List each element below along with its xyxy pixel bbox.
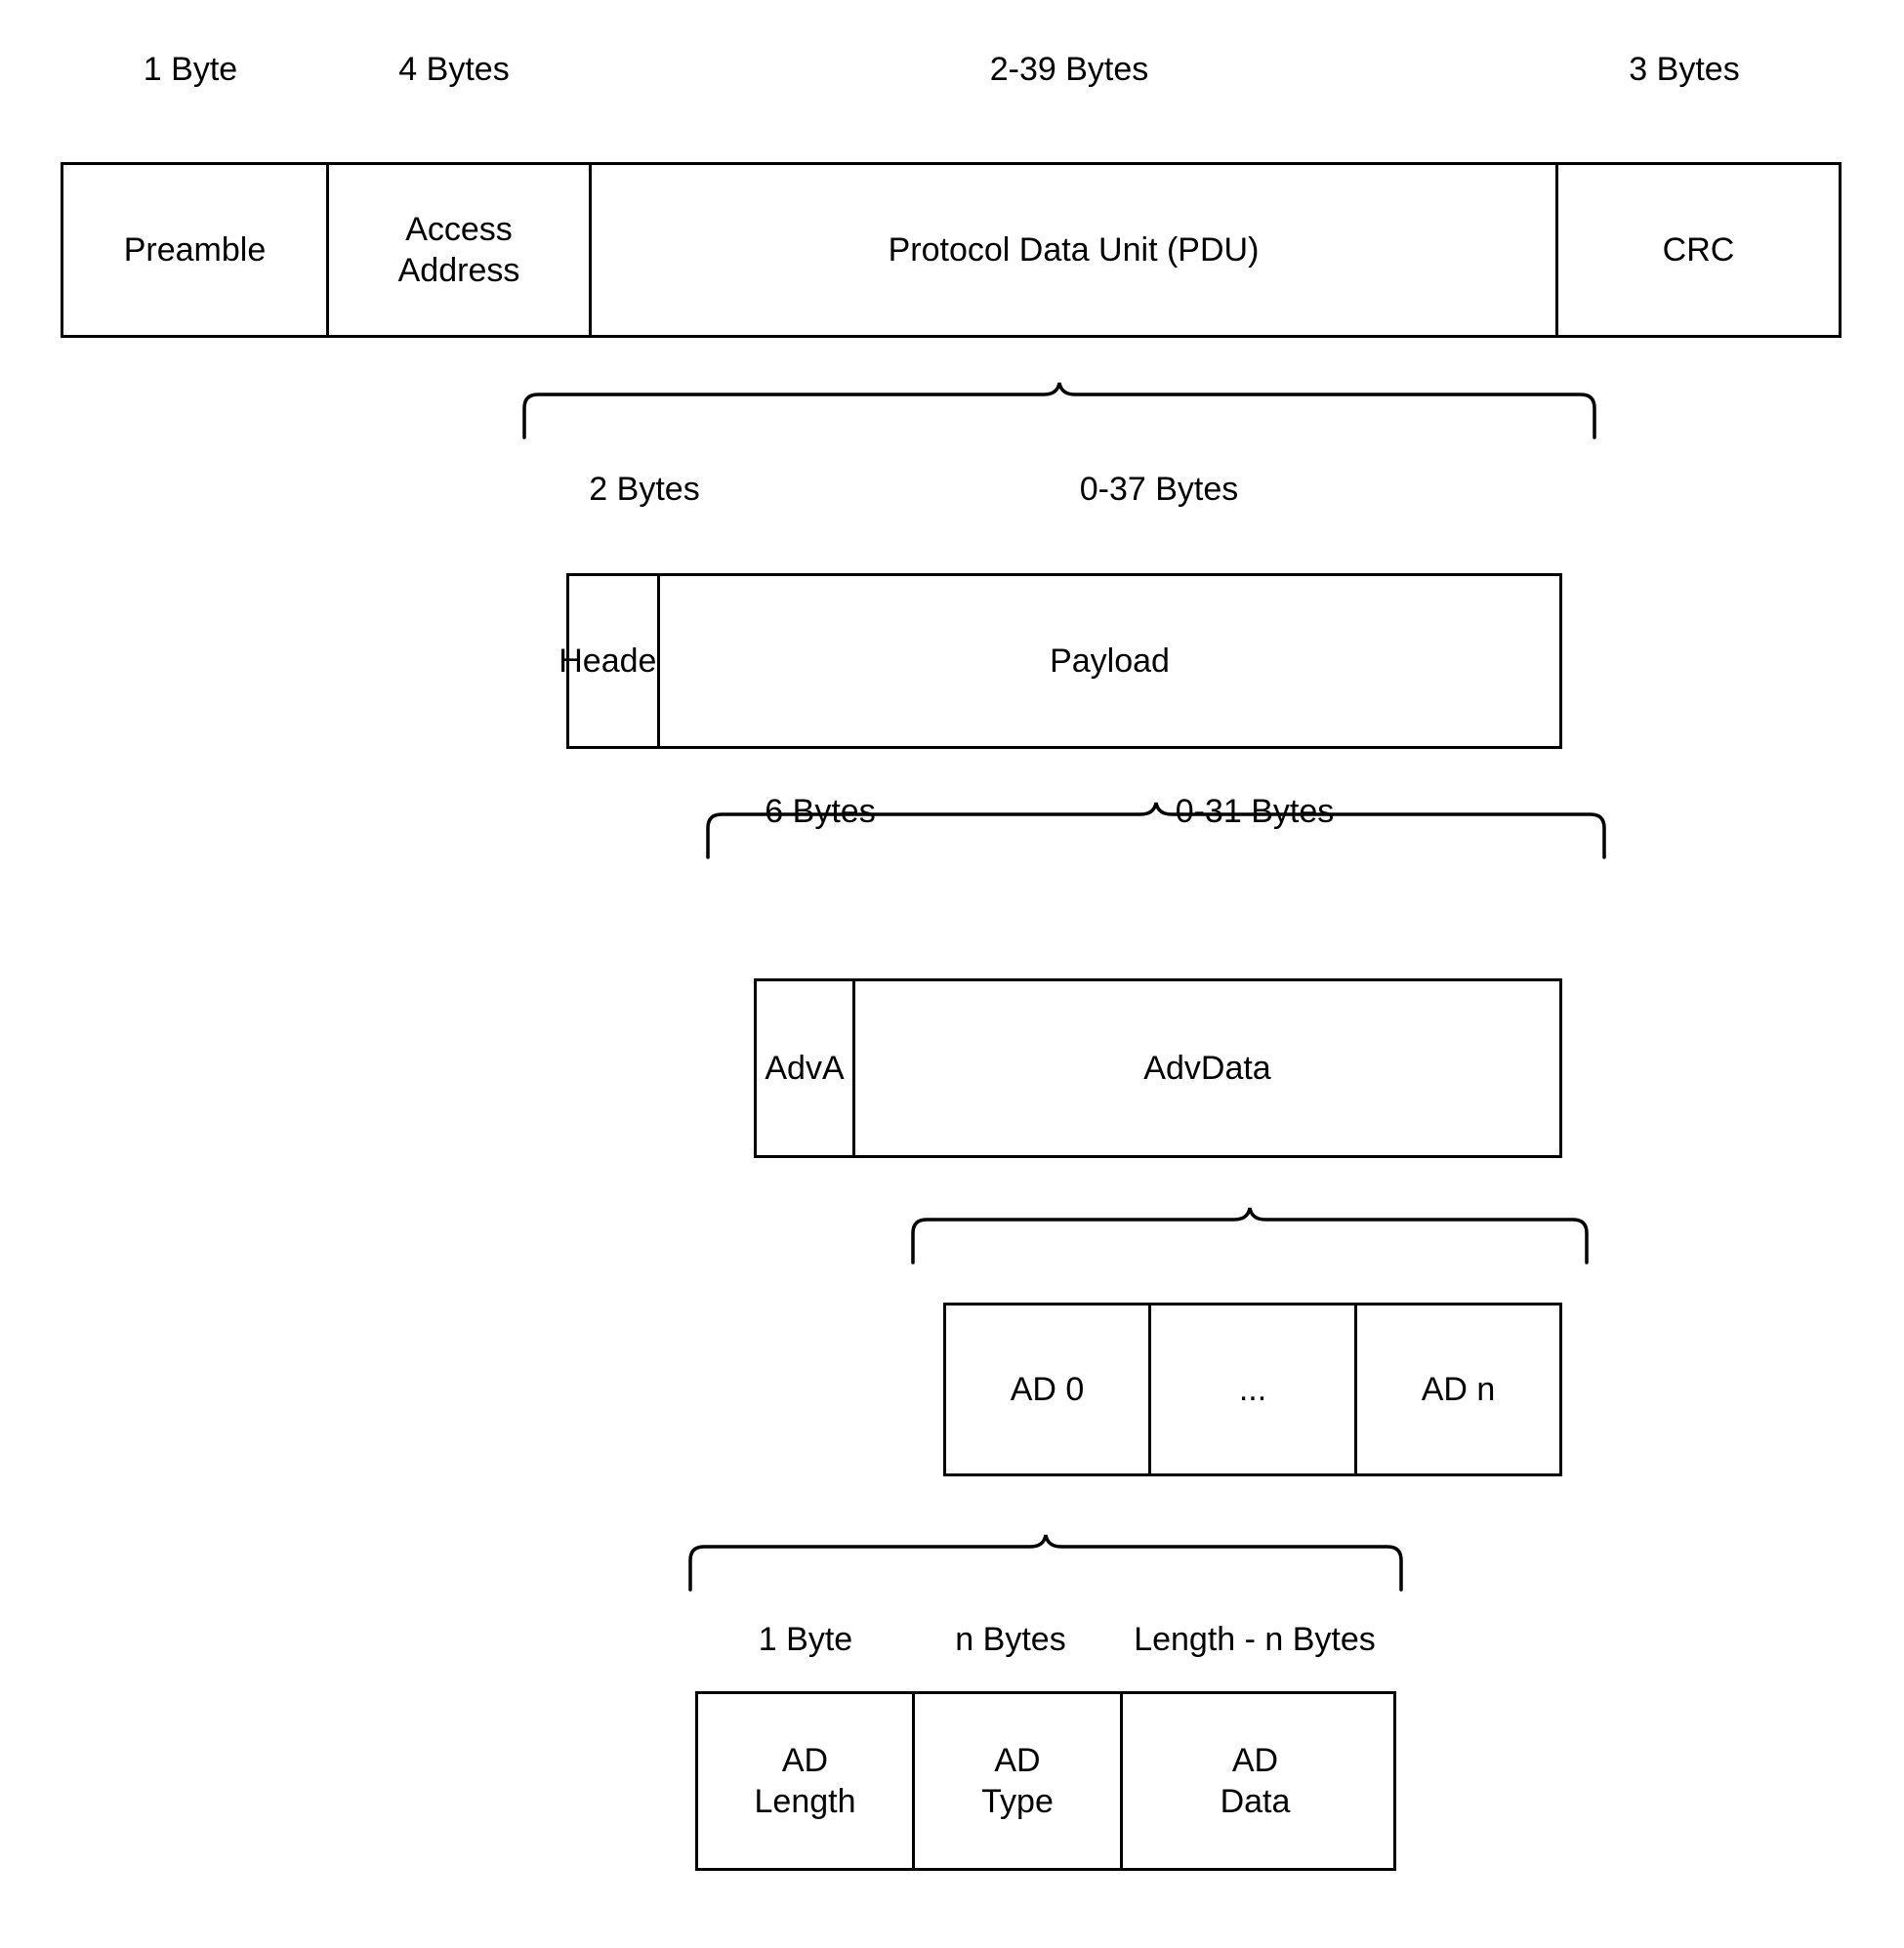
- field-advdata: AdvData: [852, 981, 1559, 1155]
- brace-advdata: [911, 1206, 1589, 1264]
- size-label-access-address: 4 Bytes: [398, 51, 510, 88]
- size-label-preamble: 1 Byte: [143, 51, 238, 88]
- field-ad-0: AD 0: [946, 1306, 1148, 1473]
- field-header: Header: [559, 576, 668, 746]
- advdata-row: AD 0 ... AD n: [943, 1303, 1562, 1476]
- field-crc: CRC: [1555, 165, 1839, 335]
- field-ad-ellipsis: ...: [1148, 1306, 1354, 1473]
- ad-structure-row: AD Length AD Type AD Data: [695, 1691, 1396, 1871]
- field-preamble: Preamble: [63, 165, 326, 335]
- size-label-pdu: 2-39 Bytes: [989, 51, 1149, 88]
- field-access-address: Access Address: [326, 165, 589, 335]
- size-label-advdata: 0-31 Bytes: [1175, 793, 1335, 830]
- size-label-crc: 3 Bytes: [1629, 51, 1740, 88]
- field-ad-length: AD Length: [698, 1694, 912, 1868]
- payload-row: AdvA AdvData: [754, 978, 1562, 1158]
- field-payload: Payload: [657, 576, 1559, 746]
- brace-ad-structure: [688, 1533, 1403, 1592]
- size-label-ad-length: 1 Byte: [758, 1621, 853, 1658]
- field-ad-n: AD n: [1354, 1306, 1559, 1473]
- size-label-header: 2 Bytes: [589, 471, 700, 508]
- brace-payload: [706, 801, 1606, 859]
- brace-pdu: [522, 381, 1596, 439]
- size-label-payload: 0-37 Bytes: [1079, 471, 1239, 508]
- field-adva: AdvA: [757, 981, 852, 1155]
- size-label-adva: 6 Bytes: [765, 793, 876, 830]
- pdu-row: Header Payload: [559, 573, 1562, 749]
- field-ad-data: AD Data: [1120, 1694, 1387, 1868]
- size-label-ad-type: n Bytes: [955, 1621, 1066, 1658]
- field-pdu: Protocol Data Unit (PDU): [589, 165, 1555, 335]
- packet-row: Preamble Access Address Protocol Data Un…: [61, 162, 1842, 338]
- field-ad-type: AD Type: [912, 1694, 1120, 1868]
- size-label-ad-data: Length - n Bytes: [1134, 1621, 1376, 1658]
